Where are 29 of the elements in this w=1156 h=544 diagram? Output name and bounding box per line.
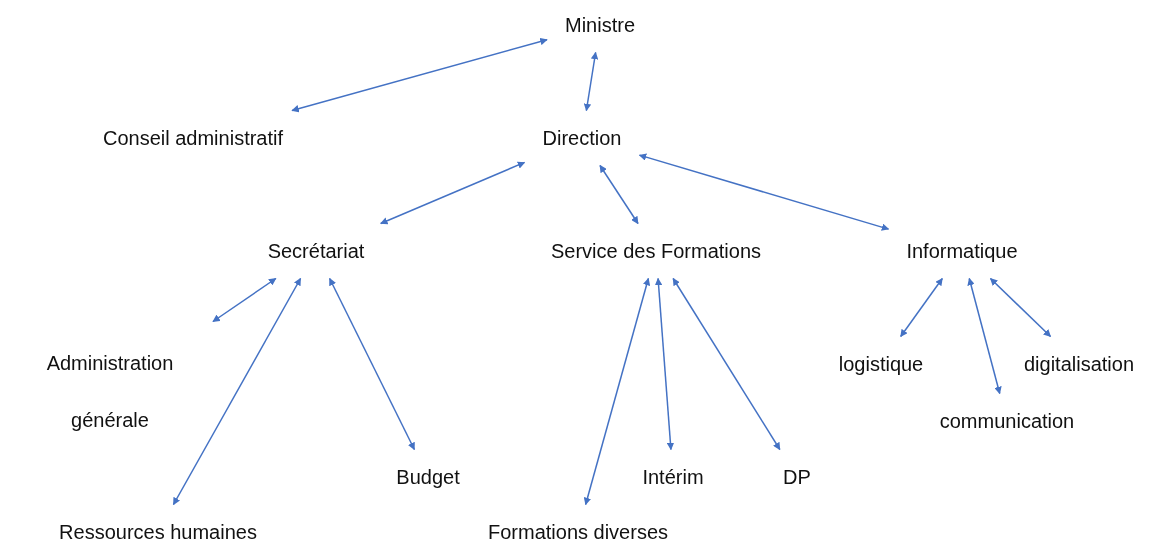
double-arrow [380, 161, 526, 225]
node-label: Secrétariat [263, 237, 369, 265]
double-arrow [212, 277, 277, 323]
double-arrow [967, 277, 1002, 395]
node-label: Budget [392, 463, 464, 491]
double-arrow [654, 277, 675, 451]
double-arrow [291, 37, 548, 113]
double-arrow [638, 153, 890, 231]
double-arrow [899, 277, 944, 338]
node-label: Administration générale [21, 333, 199, 451]
double-arrow [672, 277, 781, 451]
node-label: Ministre [561, 11, 639, 39]
node-label: Service des Formations [546, 237, 766, 265]
double-arrow [583, 51, 599, 112]
double-arrow [583, 277, 651, 506]
node-label: Conseil administratif [98, 124, 288, 152]
node-label: logistique [834, 350, 928, 378]
double-arrow [989, 277, 1052, 338]
node-label: DP [779, 463, 815, 491]
double-arrow [328, 277, 416, 451]
node-label: Formations diverses [483, 518, 673, 544]
node-label: Direction [538, 124, 626, 152]
node-label: Ressources humaines [55, 518, 261, 544]
double-arrow [172, 277, 302, 506]
node-label: Informatique [902, 237, 1022, 265]
node-label: communication [935, 407, 1079, 435]
node-label: Intérim [638, 463, 708, 491]
double-arrow [599, 164, 639, 225]
node-label: digitalisation [1019, 350, 1139, 378]
